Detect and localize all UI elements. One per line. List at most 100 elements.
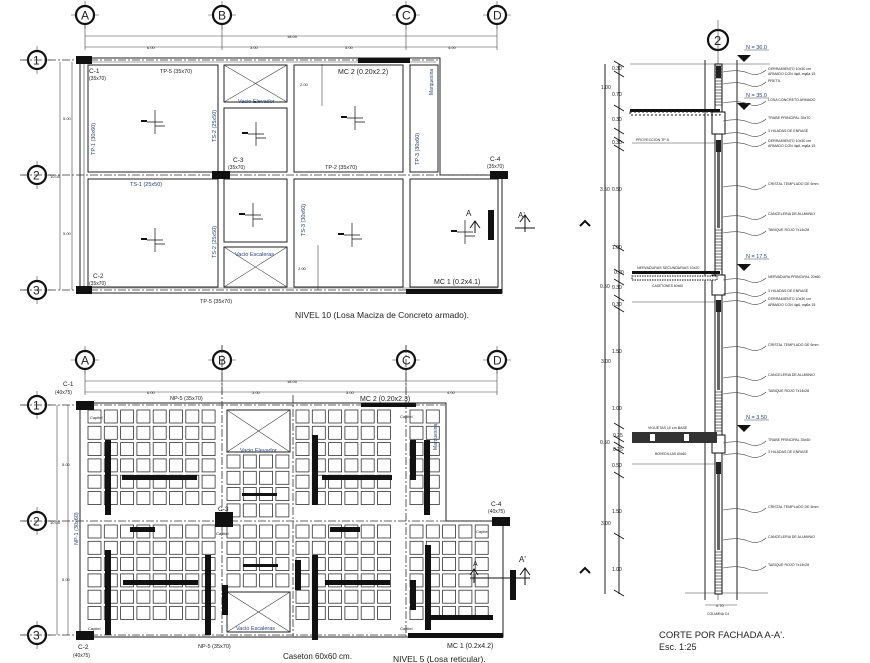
note-label: CRISTAL TEMPLADO DE 6mm (768, 505, 818, 509)
label-np5: NP-5 (35x70) (198, 644, 231, 650)
dim-row: 5.00 (63, 116, 72, 121)
caseton (295, 474, 310, 489)
caseton (295, 491, 310, 505)
caseton (87, 458, 102, 473)
caseton (295, 425, 310, 440)
caseton (295, 458, 310, 473)
axis-label: 3 (33, 284, 40, 298)
slab-panel (87, 64, 219, 173)
note-label: ARMADO CON 4φ6, eφ6a 15 (768, 303, 815, 307)
caseton (442, 540, 457, 555)
label-tp5: TP-5 (35x70) (200, 299, 232, 305)
caseton (409, 474, 424, 489)
label-capitel: Capitel (216, 531, 229, 536)
wall-mc1 (406, 289, 502, 294)
note-nervaduras: NERVADURAS SECUNDARIAS 10x20 (637, 266, 699, 270)
rib (410, 580, 416, 610)
rib (428, 615, 493, 620)
dim-span: 3.00 (250, 45, 259, 50)
caseton (442, 573, 457, 588)
caseton (344, 458, 359, 473)
section-arrow-icon (469, 214, 535, 233)
caseton (136, 442, 151, 457)
axis-label: C (402, 354, 411, 368)
note-label: TABIQUE ROJO 7x14x28 (768, 228, 809, 232)
caseton (201, 491, 216, 505)
caseton (275, 573, 290, 588)
dim-tick (613, 294, 625, 302)
leader-line (722, 299, 767, 305)
note-bovedillas: BOVEDILLAS 60x60 (655, 452, 686, 456)
note-viguetas: VIGUETAS 10 cm BASE (648, 426, 688, 430)
label-c4: C-4 (490, 156, 501, 163)
reinforcement-tag (239, 213, 245, 215)
caseton (120, 557, 134, 571)
leader-line (722, 184, 767, 190)
facade-wall (711, 63, 726, 595)
caseton (344, 540, 359, 555)
caseton (295, 442, 310, 457)
dim-row: 5.00 (62, 577, 71, 582)
dim-height: 1.00 (612, 406, 622, 412)
slab-panel (409, 178, 499, 288)
column-c4 (490, 171, 508, 179)
caseton (185, 425, 200, 440)
note-label: ARMADO CON 4φ6, eφ6a 15 (768, 72, 815, 76)
plan-title: NIVEL 10 (Losa Maciza de Concreto armado… (295, 310, 469, 320)
reinforcement-tag (451, 230, 457, 232)
label-vacio-escaleras: Vacio Escaleras (235, 252, 274, 258)
dim-height: 3.00 (601, 359, 611, 365)
leader-line (722, 214, 767, 220)
section-mark-a2: A' (518, 211, 525, 220)
axis-label: 2 (714, 33, 721, 48)
slab-panel (409, 64, 439, 173)
label-marquesina: Marquesina (433, 424, 439, 450)
rib (312, 435, 318, 505)
dim-height: 1.50 (612, 509, 622, 515)
rib (330, 527, 360, 532)
leader-line (722, 440, 767, 446)
caseton (328, 589, 343, 604)
caseton (442, 589, 457, 604)
label-ts1: TS-1 (25x50) (130, 182, 162, 188)
caseton (442, 524, 457, 539)
note-label: CANCELERIA DE ALUMINIO (768, 373, 815, 377)
label-np5: NP-5 (35x70) (170, 396, 203, 402)
slab-panel (223, 246, 288, 288)
lintel (716, 140, 721, 152)
caseton (136, 540, 151, 555)
label-vacio-elevador: Vacio Elevador (240, 448, 277, 454)
label-capitel: Capitel (400, 414, 413, 419)
dim-tick (613, 127, 625, 135)
plan-title: NIVEL 5 (Losa reticular). (393, 654, 486, 663)
level-label: N = 17.5 (746, 254, 767, 260)
slab-panel (223, 64, 288, 103)
leader-line (722, 537, 767, 543)
caseton (275, 524, 290, 539)
dim-total: 18.00 (287, 379, 298, 384)
axis-bubble-D (486, 4, 508, 26)
level-triangle-icon (737, 103, 751, 110)
caseton (360, 524, 375, 539)
note-label: CERRAMIENTO 10x30 cm (768, 139, 811, 143)
dim-tick (613, 268, 625, 276)
main-ribs (105, 435, 531, 640)
caseton (311, 524, 326, 539)
caseton (275, 503, 290, 518)
reinforcement-symbol (457, 220, 475, 244)
void-stairs (226, 591, 291, 633)
label-capitel: Capitel (88, 626, 101, 631)
caseton (152, 491, 167, 505)
rib (322, 475, 392, 480)
dim-height: 1.00 (601, 85, 611, 91)
caseton (152, 524, 167, 539)
caseton (136, 491, 151, 505)
caseton (169, 606, 183, 620)
slab-vigueta (632, 432, 717, 443)
caseton (295, 409, 310, 424)
level-triangle-icon (737, 264, 751, 271)
caseton (152, 589, 167, 604)
caseton (360, 458, 375, 473)
label-tp3: TP-3 (30x60) (415, 133, 421, 165)
